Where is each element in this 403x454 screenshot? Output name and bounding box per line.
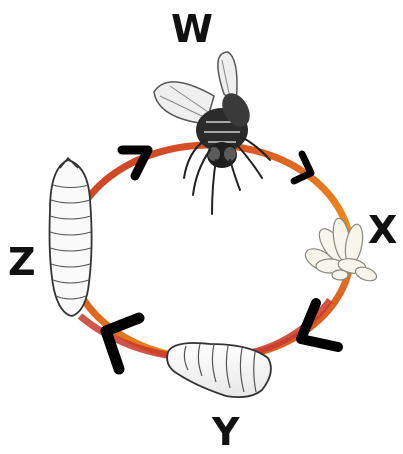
stage-label-x: X [368, 211, 397, 249]
larva-icon [167, 343, 271, 397]
egg-cluster-icon [302, 217, 379, 283]
stage-label-y: Y [212, 413, 240, 451]
adult-fly-icon [154, 52, 270, 214]
stage-label-w: W [171, 10, 213, 48]
pupa-icon [50, 158, 92, 316]
stage-label-z: Z [8, 243, 36, 281]
